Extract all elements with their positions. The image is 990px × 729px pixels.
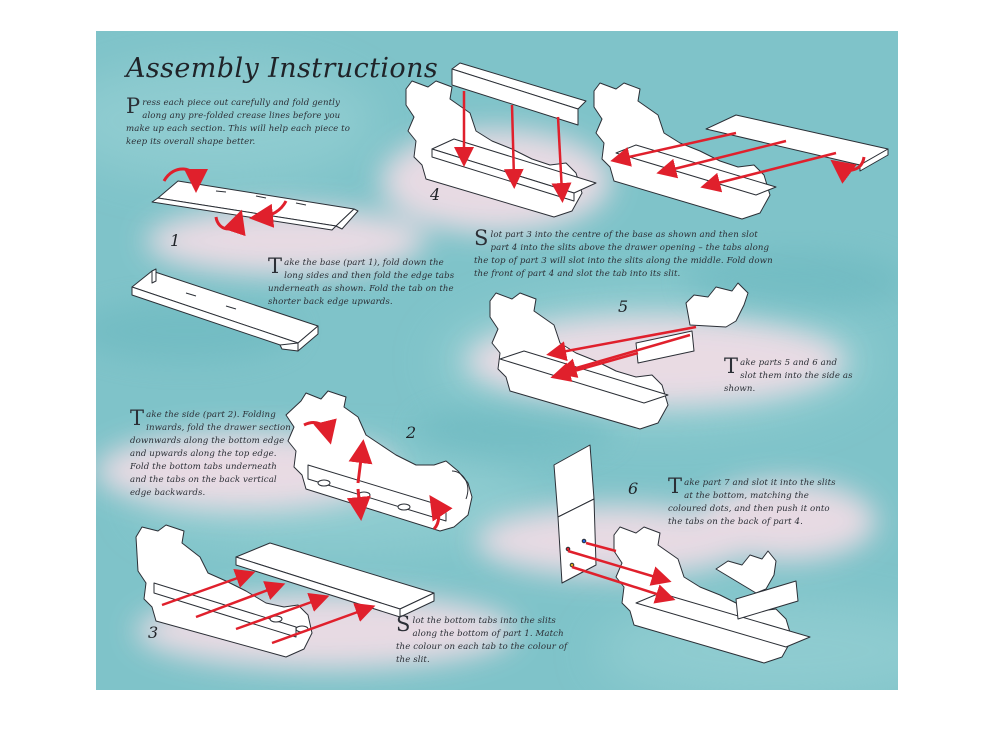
step2-arrow-top [303, 418, 337, 445]
step1-curved-arrow-left [162, 167, 208, 193]
step4-arrow-6 [700, 151, 837, 193]
step3-arrow-4 [271, 602, 376, 645]
step5-arrow-3 [550, 351, 639, 382]
step2-arrow-down [346, 488, 371, 521]
step6-dropcap: T [668, 474, 683, 498]
step4-body: lot part 3 into the centre of the base a… [474, 230, 773, 279]
step6-arrow-3 [585, 541, 617, 553]
step3-assembly [135, 524, 435, 658]
step5-dropcap: T [724, 354, 739, 378]
step-number-2: 2 [406, 423, 417, 442]
step1-dropcap: T [268, 254, 283, 278]
step-number-5: 5 [618, 297, 629, 316]
step1-flat-base [151, 180, 359, 231]
step2-side-piece [285, 390, 473, 532]
step1-body: ake the base (part 1), fold down the lon… [268, 258, 455, 307]
step3-arrow-1 [161, 568, 256, 607]
step4-arrow-3 [551, 116, 572, 203]
step2-arrow-up [348, 439, 373, 484]
step1-curved-arrow-bottom [214, 209, 246, 237]
step4-arrow-4 [610, 131, 737, 167]
assembly-illustrations [131, 62, 889, 664]
intro-body: ress each piece out carefully and fold g… [126, 98, 351, 147]
step4-dropcap: S [474, 226, 489, 250]
page-title: Assembly Instructions [126, 53, 439, 84]
step5-arrow-1 [546, 325, 697, 362]
step4-arrow-curl [830, 156, 866, 184]
step-number-3: 3 [148, 623, 159, 642]
step-number-4: 4 [430, 185, 441, 204]
step2-arrow-right [429, 495, 453, 531]
step4-right-assembly [593, 82, 889, 220]
step3-dropcap: S [396, 612, 411, 636]
step4-arrow-2 [503, 104, 524, 189]
step-number-6: 6 [628, 479, 639, 498]
step3-body: lot the bottom tabs into the slits along… [396, 616, 568, 665]
step-number-1: 1 [170, 231, 181, 250]
step2-body: ake the side (part 2). Folding inwards, … [130, 410, 291, 498]
step2-dropcap: T [130, 406, 145, 430]
intro-dropcap: P [126, 94, 141, 118]
step6-arrow-2 [571, 565, 676, 604]
step1-curved-arrow-mid [249, 200, 288, 228]
step5-arrow-2 [556, 333, 691, 378]
step6-arrow-1 [567, 549, 672, 586]
step6-body: ake part 7 and slot it into the slits at… [668, 478, 836, 527]
step4-arrow-5 [656, 139, 787, 179]
step5-body: ake parts 5 and 6 and slot them into the… [724, 358, 853, 394]
step3-arrow-2 [195, 581, 286, 619]
step3-arrow-3 [235, 592, 330, 631]
step6-assembly [553, 444, 811, 664]
step1-folded-base [131, 268, 319, 352]
